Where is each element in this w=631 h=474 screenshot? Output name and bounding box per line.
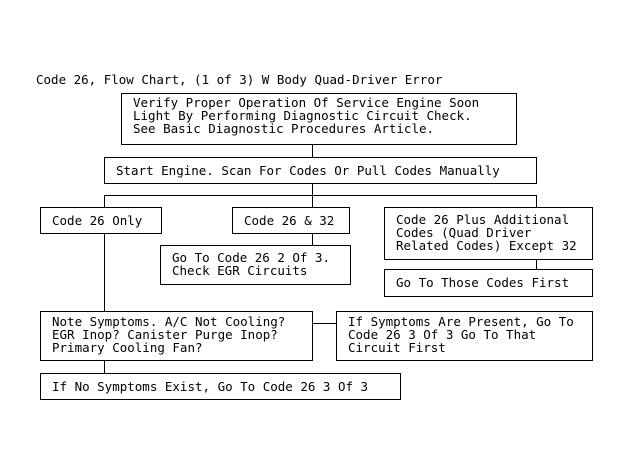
connector-branch-to-code26-only xyxy=(104,195,105,207)
node-note-symptoms: Note Symptoms. A/C Not Cooling? EGR Inop… xyxy=(40,311,313,361)
connector-code26-32-to-goto-2of3 xyxy=(312,233,313,245)
node-goto-code26-2of3: Go To Code 26 2 Of 3. Check EGR Circuits xyxy=(160,245,351,285)
connector-branch-to-code26-32 xyxy=(312,195,313,207)
node-verify-operation: Verify Proper Operation Of Service Engin… xyxy=(121,93,517,145)
connector-note-to-if-none xyxy=(104,360,105,373)
node-if-no-symptoms: If No Symptoms Exist, Go To Code 26 3 Of… xyxy=(40,373,401,400)
chart-title: Code 26, Flow Chart, (1 of 3) W Body Qua… xyxy=(36,72,443,87)
node-code26-only: Code 26 Only xyxy=(40,207,162,234)
connector-code26-plus-to-goto-those xyxy=(536,259,537,269)
node-start-engine: Start Engine. Scan For Codes Or Pull Cod… xyxy=(104,157,537,184)
connector-code26-only-to-note-symptoms xyxy=(104,233,105,311)
node-goto-those-codes: Go To Those Codes First xyxy=(384,269,593,297)
connector-branch-horizontal xyxy=(104,195,537,196)
node-if-symptoms-present: If Symptoms Are Present, Go To Code 26 3… xyxy=(336,311,593,361)
connector-note-to-if-present xyxy=(312,323,337,324)
node-code26-plus-additional: Code 26 Plus Additional Codes (Quad Driv… xyxy=(384,207,593,260)
connector-branch-to-code26-plus xyxy=(536,195,537,207)
connector-start-to-branch xyxy=(312,183,313,195)
connector-verify-to-start xyxy=(312,144,313,157)
node-code26-and-32: Code 26 & 32 xyxy=(232,207,350,234)
